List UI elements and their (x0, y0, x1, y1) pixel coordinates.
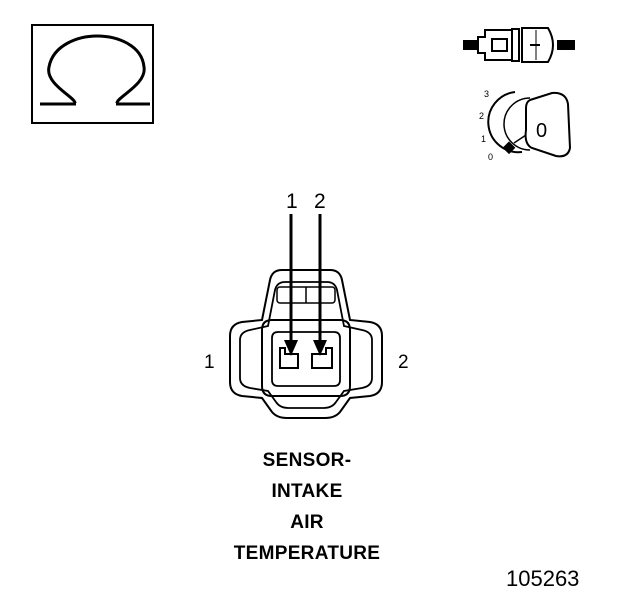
probe-arrow-pin-1 (284, 214, 298, 356)
caption-line-4: TEMPERATURE (233, 543, 381, 564)
switch-position-2: 2 (479, 111, 484, 121)
caption-line-2: INTAKE (271, 481, 343, 502)
sensor-connector (229, 269, 383, 419)
side-label-left: 1 (204, 352, 215, 373)
disconnected-connector-icon (463, 27, 575, 63)
switch-position-1: 1 (481, 134, 486, 144)
key-position-label: 0 (536, 120, 547, 142)
ignition-key-switch-icon (487, 91, 572, 158)
caption-line-1: SENSOR- (262, 450, 352, 471)
caption-line-3: AIR (290, 512, 324, 533)
pin-label-top-2: 2 (314, 190, 326, 213)
pin-label-top-1: 1 (286, 190, 298, 213)
figure-number: 105263 (506, 566, 580, 591)
switch-position-0: 0 (488, 152, 493, 162)
ohmmeter-symbol-box (31, 24, 154, 124)
switch-position-3: 3 (484, 89, 489, 99)
probe-arrow-pin-2 (313, 214, 327, 356)
side-label-right: 2 (398, 352, 409, 373)
